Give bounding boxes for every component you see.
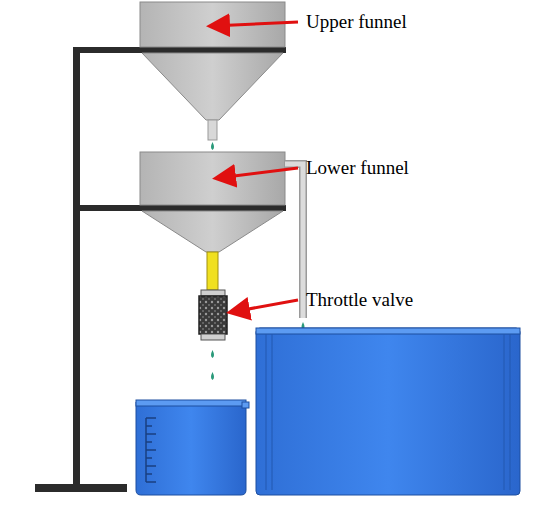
part-label: Lower funnel [306, 158, 409, 179]
part-label: Throttle valve [306, 290, 413, 311]
part-label: Upper funnel [306, 12, 407, 33]
